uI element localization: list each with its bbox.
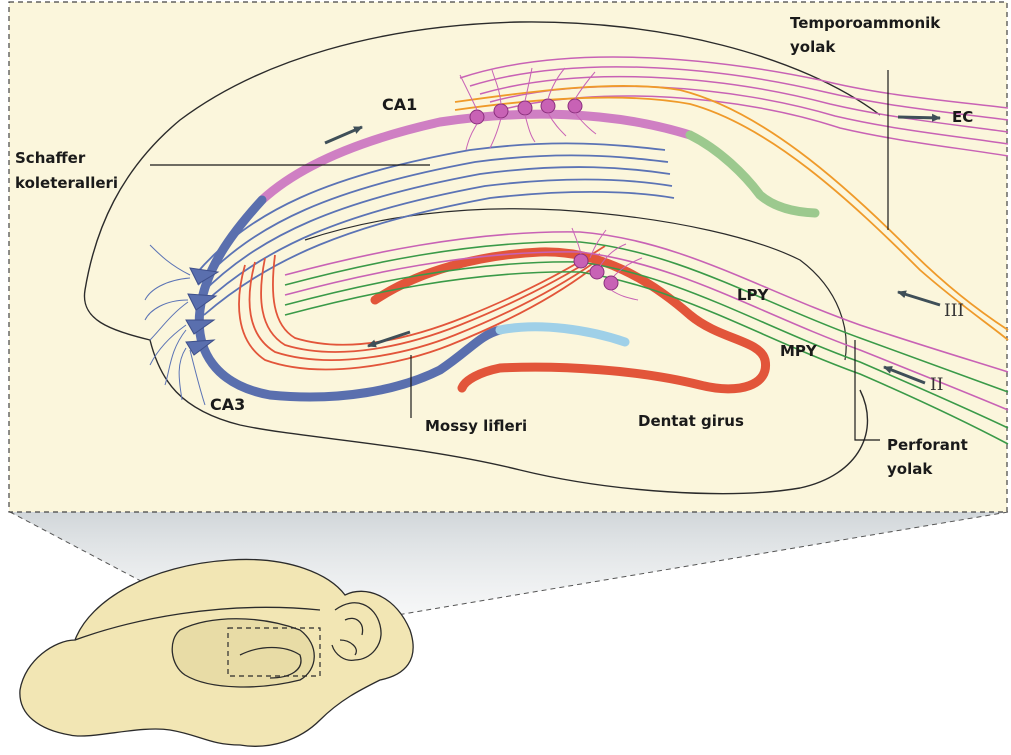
label-layer-ii: II bbox=[930, 375, 943, 395]
label-perforant-2: yolak bbox=[887, 460, 933, 478]
label-layer-iii: III bbox=[944, 301, 964, 321]
label-temporoammonik-1: Temporoammonik bbox=[790, 14, 941, 32]
label-mpy: MPY bbox=[780, 342, 818, 360]
ec-arrow bbox=[898, 117, 940, 118]
label-schaffer-1: Schaffer bbox=[15, 149, 86, 167]
label-dentat-girus: Dentat girus bbox=[638, 412, 744, 430]
label-temporoammonik-2: yolak bbox=[790, 38, 836, 56]
label-mossy-lifleri: Mossy lifleri bbox=[425, 417, 527, 435]
label-ca1: CA1 bbox=[382, 95, 417, 114]
label-perforant-1: Perforant bbox=[887, 436, 968, 454]
label-lpy: LPY bbox=[737, 286, 770, 304]
label-ec: EC bbox=[952, 108, 973, 126]
label-ca3: CA3 bbox=[210, 395, 245, 414]
label-schaffer-2: koleteralleri bbox=[15, 174, 118, 192]
